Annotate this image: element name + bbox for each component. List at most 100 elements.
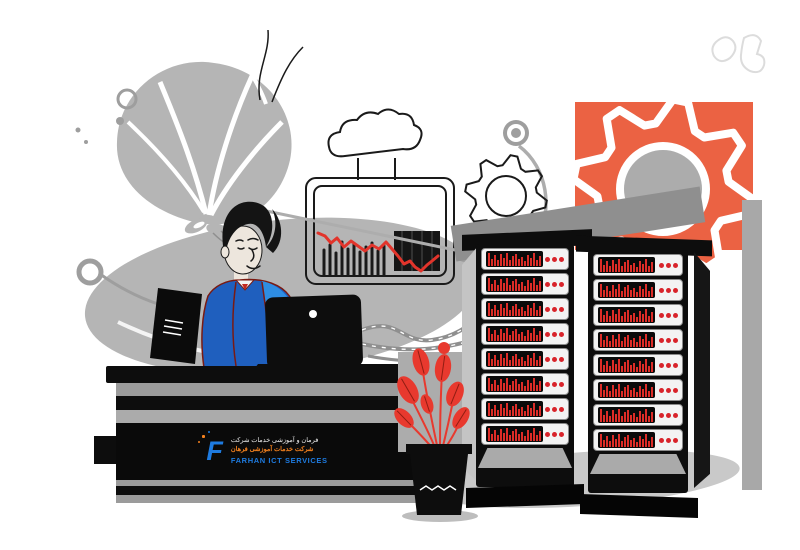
equalizer-bar <box>600 309 602 322</box>
led-dots <box>545 256 564 262</box>
led-dot <box>552 431 557 437</box>
equalizer-bar <box>521 332 523 341</box>
led-dot <box>673 362 678 368</box>
equalizer-bar <box>645 284 647 297</box>
logo-dot <box>208 431 211 433</box>
server-unit <box>481 273 569 295</box>
led-dots <box>659 287 678 293</box>
led-dot <box>545 406 550 412</box>
led-dot <box>552 256 557 262</box>
equalizer-bar <box>618 384 620 397</box>
led-dot <box>552 406 557 412</box>
led-dots <box>659 362 678 368</box>
equalizer-bar <box>618 409 620 422</box>
hair <box>222 201 273 252</box>
led-dots <box>545 381 564 387</box>
equalizer-bar <box>630 340 632 347</box>
led-dot <box>559 356 564 362</box>
server-unit <box>481 423 569 445</box>
led-dots <box>545 406 564 412</box>
equalizer-bar <box>606 261 608 272</box>
led-dot <box>666 437 671 443</box>
shirt-seam <box>232 281 237 367</box>
equalizer-bar <box>488 303 490 316</box>
equalizer-bar <box>530 258 532 266</box>
equalizer-screen <box>486 376 543 392</box>
equalizer-bar <box>621 441 623 447</box>
equalizer-bar <box>624 287 626 297</box>
bar-chart-icon <box>322 240 386 277</box>
equalizer-bar <box>506 428 508 441</box>
equalizer-bar <box>530 408 532 416</box>
equalizer-bar <box>651 337 653 347</box>
equalizer-bar <box>536 385 538 391</box>
equalizer-bar <box>497 435 499 441</box>
equalizer-bar <box>645 409 647 422</box>
decor-dot <box>75 127 81 133</box>
equalizer-bar <box>515 304 517 316</box>
equalizer-bar <box>618 309 620 322</box>
equalizer-bar <box>639 386 641 397</box>
equalizer-screen <box>486 276 543 292</box>
equalizer-bar <box>515 404 517 416</box>
gray-streak <box>251 206 456 252</box>
led-dot <box>659 262 664 268</box>
equalizer-bar <box>600 409 602 422</box>
blob-highlight <box>117 320 307 361</box>
equalizer-bar <box>533 428 535 441</box>
led-dot <box>659 412 664 418</box>
monitor-icon <box>150 288 202 364</box>
shirt-seam <box>261 281 273 367</box>
equalizer-bar <box>600 384 602 397</box>
equalizer-bar <box>624 337 626 347</box>
equalizer-bar <box>633 363 635 372</box>
equalizer-bar <box>527 355 529 366</box>
decor-squiggle <box>258 29 269 101</box>
equalizer-bar <box>651 437 653 447</box>
equalizer-bar <box>630 315 632 322</box>
equalizer-bar <box>500 404 502 416</box>
equalizer-bar <box>512 281 514 291</box>
equalizer-bar <box>509 410 511 416</box>
equalizer-bar <box>524 386 526 391</box>
rack-base <box>580 493 698 519</box>
equalizer-bar <box>530 433 532 441</box>
led-dot <box>545 281 550 287</box>
equalizer-bar <box>527 405 529 416</box>
equalizer-bar <box>536 335 538 341</box>
equalizer-bar <box>648 441 650 447</box>
led-dot <box>659 362 664 368</box>
equalizer-bar <box>645 359 647 372</box>
equalizer-bar <box>600 434 602 447</box>
equalizer-bar <box>648 366 650 372</box>
equalizer-bar <box>639 361 641 372</box>
equalizer-bar <box>642 439 644 447</box>
equalizer-bar <box>509 360 511 366</box>
equalizer-bar <box>624 387 626 397</box>
logo-monogram: F <box>198 431 223 465</box>
decor-commas <box>711 34 766 74</box>
equalizer-bar <box>494 405 496 416</box>
equalizer-bar <box>536 435 538 441</box>
equalizer-bar <box>521 307 523 316</box>
equalizer-bar <box>503 408 505 416</box>
equalizer-bar <box>530 333 532 341</box>
equalizer-bar <box>606 436 608 447</box>
equalizer-bar <box>645 434 647 447</box>
equalizer-bar <box>530 358 532 366</box>
equalizer-bar <box>503 383 505 391</box>
equalizer-bar <box>648 416 650 422</box>
equalizer-bar <box>642 289 644 297</box>
collar-tip <box>242 284 248 290</box>
equalizer-bar <box>624 412 626 422</box>
equalizer-bar <box>491 359 493 366</box>
equalizer-bar <box>618 434 620 447</box>
equalizer-bar <box>633 288 635 297</box>
equalizer-bar <box>503 308 505 316</box>
equalizer-bar <box>488 253 490 266</box>
equalizer-bar <box>606 286 608 297</box>
equalizer-bar <box>491 384 493 391</box>
led-dot <box>545 331 550 337</box>
equalizer-bar <box>630 365 632 372</box>
equalizer-screen <box>486 351 543 367</box>
